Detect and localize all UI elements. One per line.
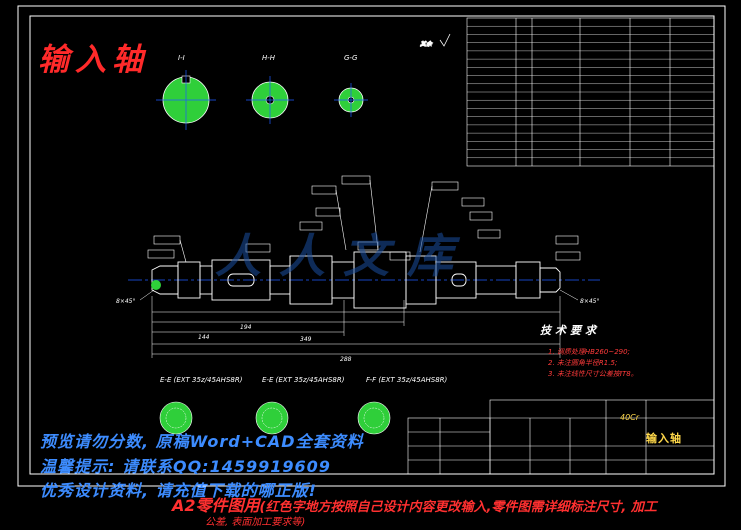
drawing-title: 输入轴 <box>38 42 149 78</box>
svg-text:8×45°: 8×45° <box>116 298 135 305</box>
section-I-I <box>156 70 216 130</box>
footer-note-line-1: (红色字地方按照自己设计内容更改输入,零件图需详细标注尺寸, 加工 <box>259 500 657 515</box>
section-label-i: I-I <box>178 54 185 62</box>
watermark-line-3: 优秀设计资料, 请充值下载的哪正版! <box>40 481 317 500</box>
bottom-section-label-1: E-E (EXT 35z/45AHS8R) <box>160 376 243 384</box>
svg-text:其余: 其余 <box>420 40 433 48</box>
watermark-line-1: 预览请勿分数, 原稿Word+CAD全套资料 <box>40 432 364 451</box>
roughness-symbol: 其余 <box>420 33 451 48</box>
footer-note: A2零件图用(红色字地方按照自己设计内容更改输入,零件图需详细标注尺寸, 加工 <box>172 492 657 516</box>
section-label-g: G-G <box>344 54 358 62</box>
section-label-h: H-H <box>262 54 276 62</box>
dimension-values: 8×45° 8×45° 349 194 144 288 <box>116 298 599 363</box>
dimension-lines <box>139 289 579 358</box>
technical-requirement-1: 1. 调质处理HB260~290; <box>548 348 630 356</box>
shaft-outline <box>151 251 561 309</box>
section-H-H <box>246 76 294 124</box>
footer-main-label: A2零件图用 <box>172 496 260 515</box>
bottom-section-label-2: E-E (EXT 35z/45AHS8R) <box>262 376 345 384</box>
svg-text:194: 194 <box>240 324 252 331</box>
tolerance-frames <box>147 175 581 263</box>
inner-frame <box>29 15 715 475</box>
bottom-section-label-3: F-F (EXT 35z/45AHS8R) <box>366 376 448 384</box>
svg-text:8×45°: 8×45° <box>580 298 599 305</box>
parameter-table-rows <box>467 26 714 158</box>
technical-requirement-2: 2. 未注圆角半径R1.5; <box>548 359 618 367</box>
section-G-G <box>334 83 368 117</box>
svg-text:349: 349 <box>300 336 312 343</box>
technical-requirements-heading: 技术要求 <box>540 324 600 337</box>
title-block <box>407 399 715 475</box>
svg-text:144: 144 <box>198 334 210 341</box>
title-block-part-name: 输入轴 <box>646 432 682 445</box>
site-watermark-logo: 人人文库 <box>215 229 471 283</box>
technical-requirement-3: 3. 未注线性尺寸公差按IT8。 <box>548 370 638 378</box>
bottom-sections <box>159 401 391 435</box>
title-block-material: 40Cr <box>620 413 640 422</box>
svg-text:288: 288 <box>340 356 352 363</box>
watermark-line-2: 温馨提示: 请联系QQ:1459919609 <box>40 457 331 476</box>
center-hole-hatch <box>151 280 161 290</box>
footer-note-line-2: 公差, 表面加工要求等) <box>205 517 306 528</box>
outer-frame <box>17 5 726 487</box>
